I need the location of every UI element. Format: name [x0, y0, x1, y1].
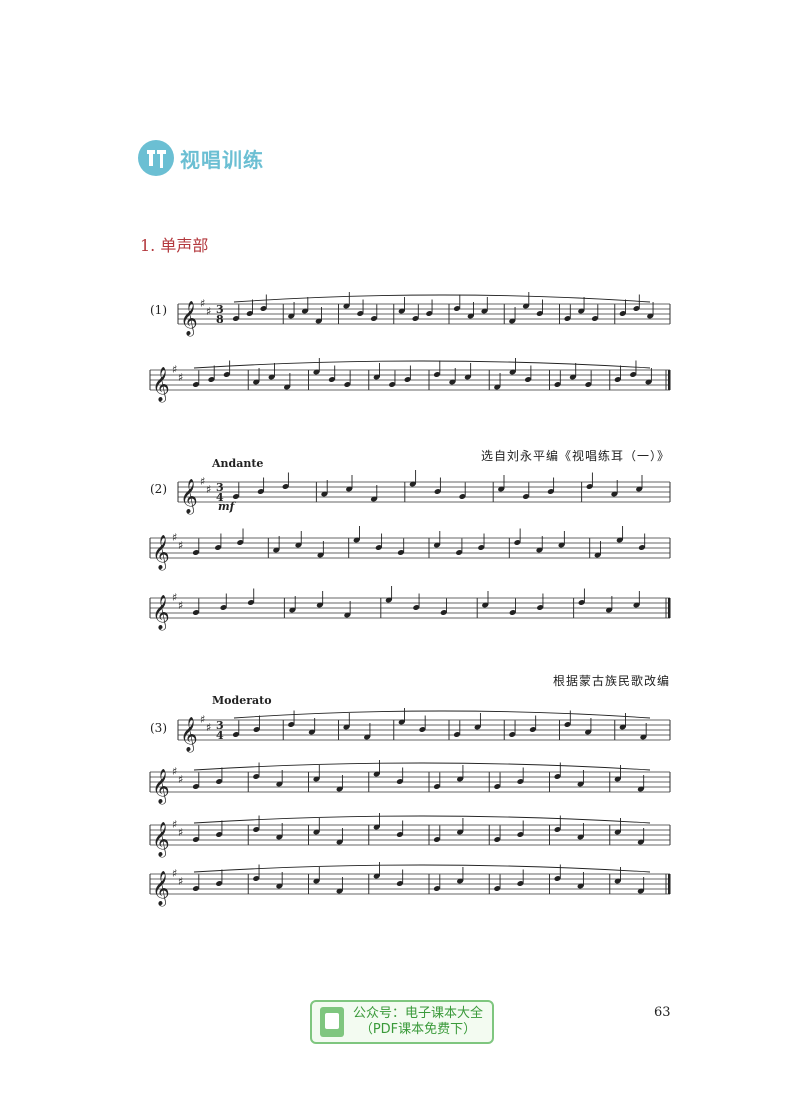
svg-text:♯: ♯ [200, 475, 205, 488]
svg-text:♯: ♯ [172, 363, 177, 376]
exercise-3-staff-1: 𝄞♯♯34 [177, 708, 671, 753]
section-header: 视唱训练 [138, 140, 264, 176]
svg-text:♯: ♯ [178, 371, 183, 384]
svg-text:♯: ♯ [206, 305, 211, 318]
exercise-2-staff-1: 𝄞♯♯34 [177, 470, 671, 515]
svg-text:3: 3 [216, 719, 224, 732]
svg-text:𝄞: 𝄞 [152, 595, 170, 631]
exercise-2-source: 选自刘永平编《视唱练耳（一）》 [480, 449, 670, 463]
svg-text:♯: ♯ [178, 826, 183, 839]
svg-text:𝄞: 𝄞 [152, 871, 170, 907]
exercise-2-dynamic: mf [218, 500, 235, 513]
svg-text:♯: ♯ [178, 539, 183, 552]
exercise-3-label: (3) [150, 721, 167, 735]
svg-text:♯: ♯ [206, 483, 211, 496]
exercise-3-staff-4: 𝄞♯♯ [149, 862, 671, 907]
svg-text:𝄞: 𝄞 [180, 301, 198, 337]
book-icon [320, 1007, 344, 1037]
svg-text:3: 3 [216, 481, 224, 494]
exercise-3-staff-3: 𝄞♯♯ [149, 813, 671, 858]
svg-text:8: 8 [216, 313, 224, 326]
exercise-2-tempo: Andante [212, 457, 264, 470]
exercise-2-staff-2: 𝄞♯♯ [149, 526, 671, 571]
svg-text:4: 4 [216, 729, 224, 742]
exercise-3-staff-2: 𝄞♯♯ [149, 760, 671, 805]
svg-text:♯: ♯ [172, 818, 177, 831]
svg-text:𝄞: 𝄞 [152, 822, 170, 858]
page-number: 63 [654, 1005, 671, 1020]
exercise-3-source: 根据蒙古族民歌改编 [552, 674, 670, 688]
svg-text:𝄞: 𝄞 [180, 479, 198, 515]
svg-text:♯: ♯ [178, 599, 183, 612]
svg-text:3: 3 [216, 303, 224, 316]
svg-text:𝄞: 𝄞 [180, 717, 198, 753]
watermark-badge: 公众号：电子课本大全 （PDF课本免费下） [310, 1000, 494, 1044]
svg-text:♯: ♯ [200, 297, 205, 310]
exercise-3-tempo: Moderato [212, 694, 272, 707]
svg-text:♯: ♯ [206, 721, 211, 734]
svg-text:♯: ♯ [172, 531, 177, 544]
svg-text:4: 4 [216, 491, 224, 504]
svg-text:♯: ♯ [172, 591, 177, 604]
svg-text:♯: ♯ [178, 773, 183, 786]
svg-text:𝄞: 𝄞 [152, 535, 170, 571]
exercise-2-staff-3: 𝄞♯♯ [149, 586, 671, 631]
exercise-1-label: (1) [150, 303, 167, 317]
exercise-2-label: (2) [150, 482, 167, 496]
header-title: 视唱训练 [180, 147, 264, 172]
watermark-line-2: （PDF课本免费下） [359, 1022, 477, 1037]
music-note-icon [138, 140, 174, 176]
svg-text:♯: ♯ [172, 765, 177, 778]
watermark-line-1: 公众号：电子课本大全 [352, 1006, 483, 1021]
svg-text:𝄞: 𝄞 [152, 367, 170, 403]
section-title: 1. 单声部 [140, 236, 209, 255]
exercise-1-staff-1: 𝄞♯♯38 [177, 292, 671, 337]
svg-text:𝄞: 𝄞 [152, 769, 170, 805]
svg-text:♯: ♯ [200, 713, 205, 726]
svg-text:♯: ♯ [172, 867, 177, 880]
svg-text:♯: ♯ [178, 875, 183, 888]
exercise-1-staff-2: 𝄞♯♯ [149, 358, 671, 403]
